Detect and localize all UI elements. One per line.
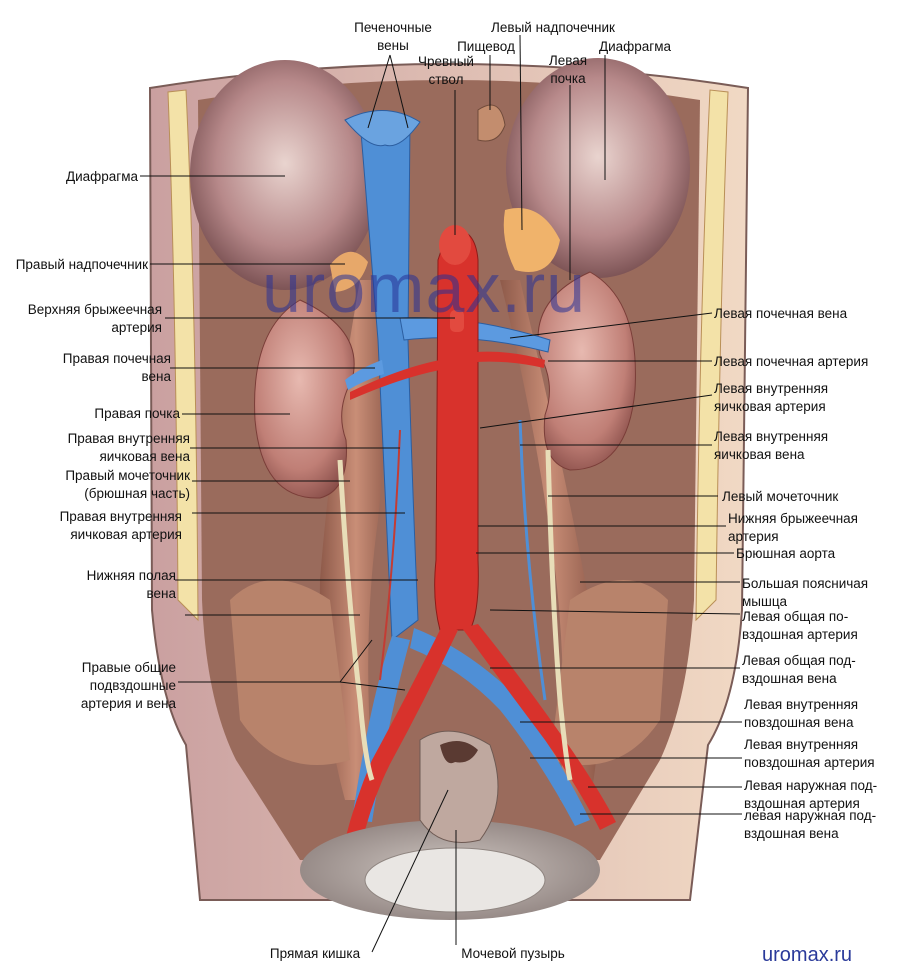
right-adrenal [330, 251, 368, 292]
right-renal-artery [350, 360, 440, 400]
leader-left-renal-vein [509, 312, 713, 339]
label-rectum: Прямая кишка [269, 946, 361, 961]
iliacus-right [230, 580, 350, 765]
label-right-ureter: Правый мочеточник(брюшная часть) [65, 468, 190, 501]
right-testicular-vessels [379, 429, 401, 681]
label-left-common-iliac-artery: Левая общая по-вздошная артерия [742, 609, 858, 642]
left-common-iliac-vein [410, 628, 590, 826]
watermark-small: uromax.ru [762, 944, 853, 966]
label-left-adrenal: Левый надпочечник [491, 20, 615, 35]
label-diaphragm-left: Диафрагма [598, 39, 672, 54]
leader-right-common-iliac-2 [339, 681, 406, 691]
leader-left-testicular-artery [479, 394, 713, 429]
label-right-kidney: Правая почка [94, 406, 180, 421]
fat-layer-left [695, 89, 729, 622]
right-kidney [254, 299, 355, 499]
label-left-common-iliac-vein: Левая общая под-вздошная вена [742, 653, 856, 686]
label-diaphragm-right: Диафрагма [65, 169, 138, 184]
iliacus-left [550, 580, 668, 765]
leader-right-common-iliac-3 [339, 639, 373, 683]
leader-rectum [371, 789, 449, 953]
label-left-external-iliac-artery: Левая наружная под-вздошная артерия [744, 778, 878, 811]
left-renal-artery [476, 351, 545, 368]
leader-left-adrenal [519, 34, 523, 231]
superior-mesenteric-artery [450, 310, 464, 332]
rectum-lumen [440, 741, 478, 764]
fat-layer-right [167, 89, 199, 622]
label-esophagus: Пищевод [457, 39, 515, 54]
leader-hepatic-veins [367, 54, 391, 129]
leader-left-common-iliac-artery [489, 609, 741, 615]
diaphragm-dome-right [190, 60, 380, 290]
left-adrenal [503, 208, 560, 272]
label-right-adrenal: Правый надпочечник [15, 257, 148, 272]
right-ureter [337, 459, 375, 781]
label-bladder: Мочевой пузырь [461, 946, 565, 961]
bladder [364, 847, 546, 913]
label-left-renal-vein: Левая почечная вена [714, 306, 848, 321]
rectum [419, 730, 499, 843]
left-testicular-vessels [518, 419, 547, 701]
hepatic-veins [344, 110, 421, 147]
left-ureter [545, 449, 573, 781]
label-left-ureter: Левый мочеточник [722, 489, 839, 504]
abdominal-aorta [434, 228, 479, 631]
watermark-large: uromax.ru [262, 249, 587, 327]
celiac-trunk [439, 225, 471, 265]
right-common-iliac-artery [345, 626, 458, 842]
diaphragm-dome-left [506, 58, 690, 278]
label-left-external-iliac-vein: левая наружная под-вздошная вена [744, 808, 877, 841]
label-left-renal-artery: Левая почечная артерия [714, 354, 869, 369]
leader-hepatic-veins-2 [389, 54, 409, 129]
label-abdominal-aorta: Брюшная аорта [736, 546, 836, 561]
left-common-iliac-artery [462, 624, 616, 830]
